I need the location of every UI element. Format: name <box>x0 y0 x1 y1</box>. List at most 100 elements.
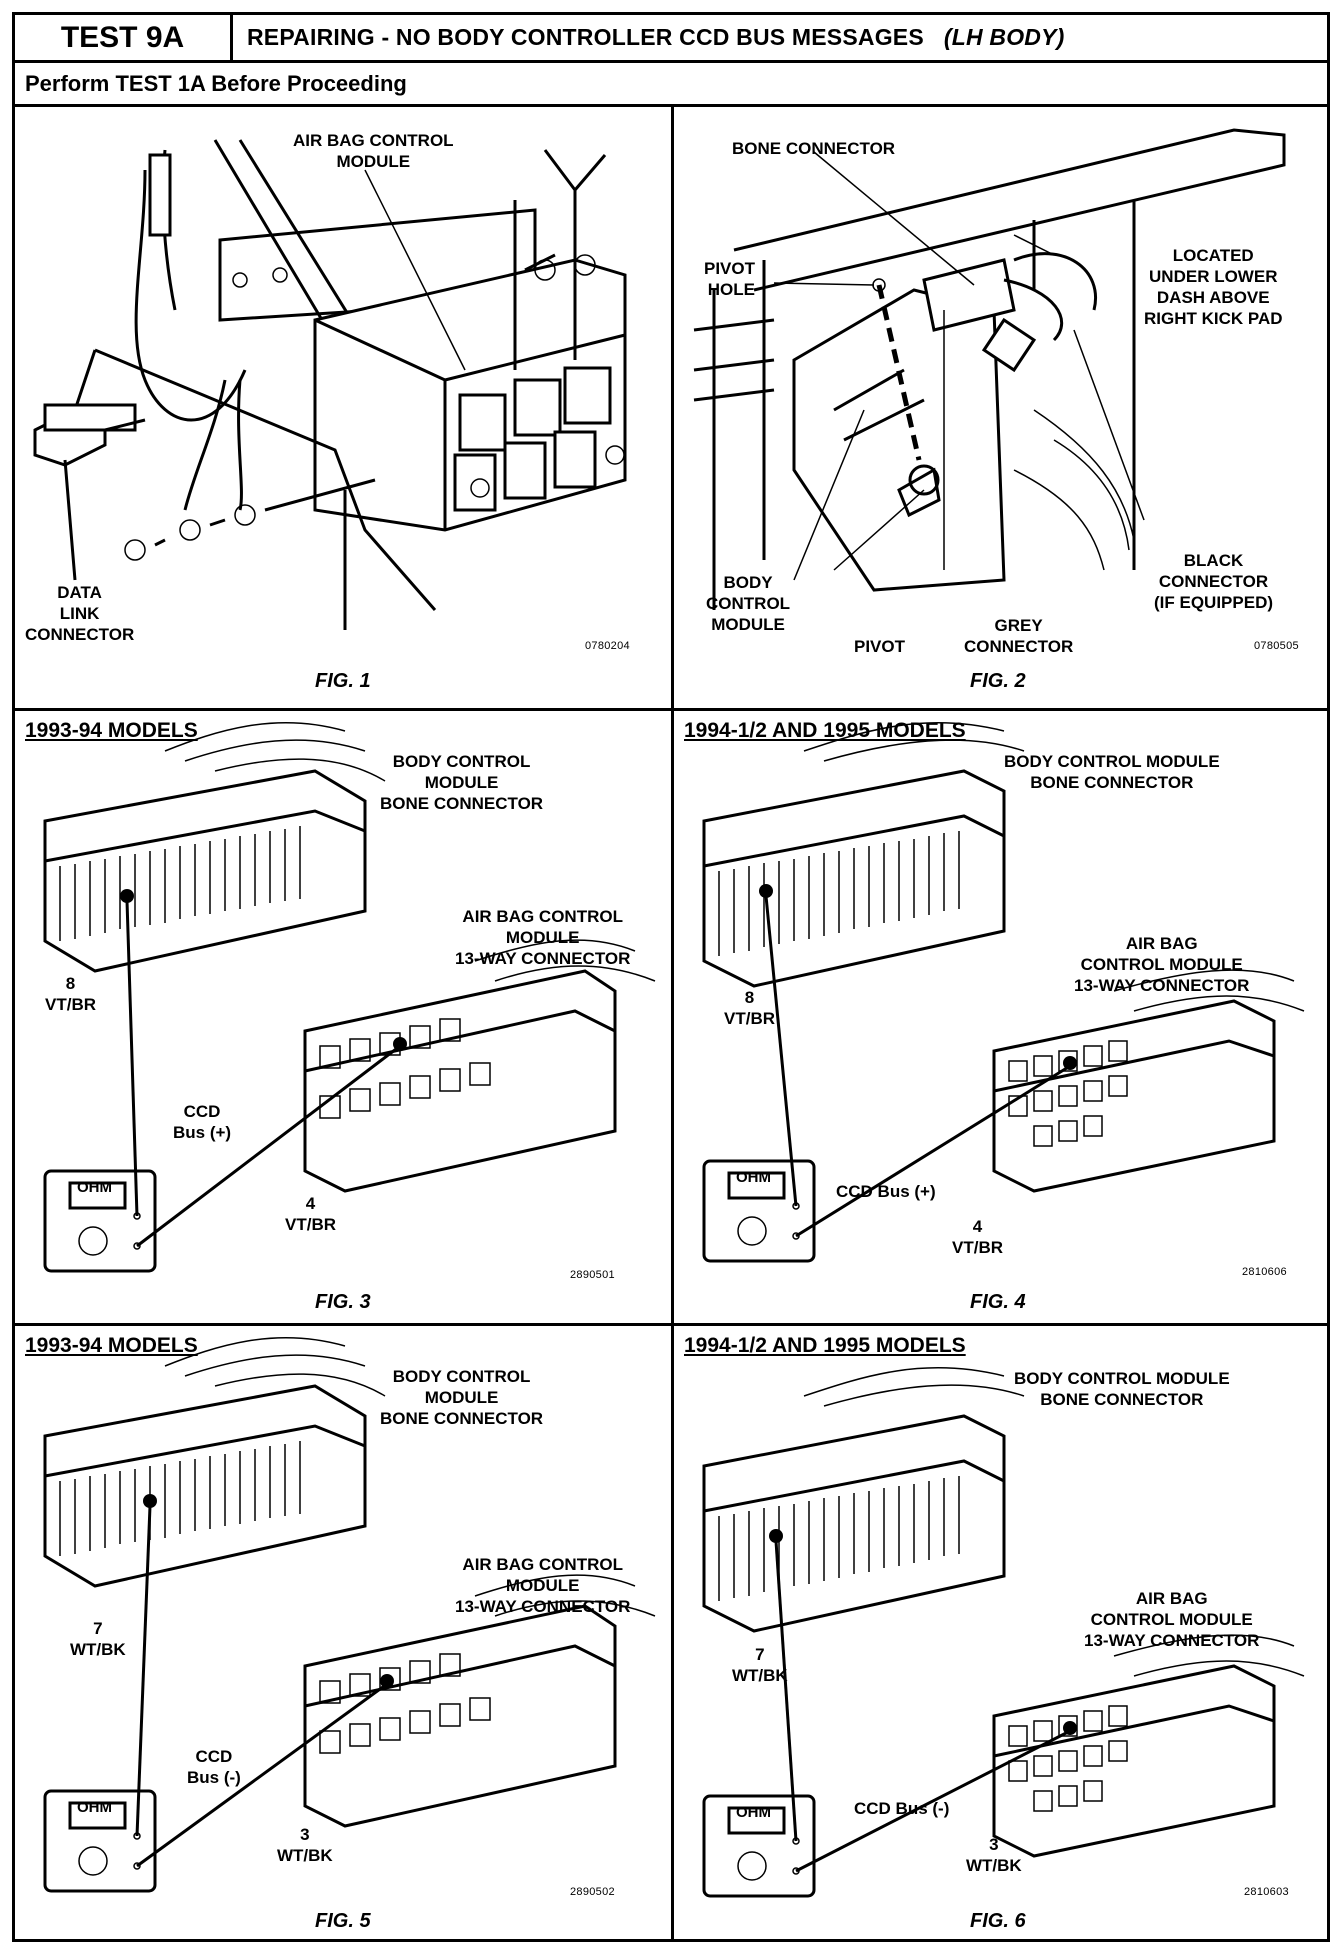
fig4-pin-b-number: 4 <box>972 1217 983 1236</box>
fig1-caption: FIG. 1 <box>315 670 371 692</box>
fig4-pin-a-color: VT/BR <box>724 1009 775 1028</box>
fig6-abm-line2: CONTROL MODULE <box>1090 1610 1253 1629</box>
fig3-pin-a-number: 8 <box>65 974 76 993</box>
fig5-illustration <box>43 1336 656 1893</box>
fig2-black-line2: CONNECTOR <box>1158 572 1269 591</box>
fig4-label-pin-b: 4 VT/BR <box>952 1216 1003 1258</box>
fig2-bcm-line1: BODY <box>723 573 773 592</box>
fig4-bcm-line1: BODY CONTROL MODULE <box>1004 752 1220 771</box>
fig2-illustration <box>693 128 1286 610</box>
fig4-caption: FIG. 4 <box>970 1291 1026 1313</box>
fig6-abm-line1: AIR BAG <box>1135 1589 1208 1608</box>
fig3-bcm-line1: BODY CONTROL <box>392 752 531 771</box>
fig6-pin-b-number: 3 <box>989 1835 999 1854</box>
fig6-label-pin-b: 3 WT/BK <box>966 1834 1022 1876</box>
fig5-pin-a-color: WT/BK <box>70 1640 126 1659</box>
fig4-abm-line3: 13-WAY CONNECTOR <box>1074 976 1250 995</box>
fig6-label-bcm: BODY CONTROL MODULE BONE CONNECTOR <box>1014 1368 1230 1410</box>
fig4-abm-line2: CONTROL MODULE <box>1080 955 1243 974</box>
fig6-model-range: 1994-1/2 AND 1995 MODELS <box>684 1334 966 1357</box>
fig4-label-bus: CCD Bus (+) <box>836 1182 936 1201</box>
fig4-label-pin-a: 8 VT/BR <box>724 987 775 1029</box>
fig2-code: 0780505 <box>1254 640 1299 652</box>
fig4-bcm-line2: BONE CONNECTOR <box>1030 773 1194 792</box>
fig4-model-range: 1994-1/2 AND 1995 MODELS <box>684 719 966 742</box>
fig6-abm-line3: 13-WAY CONNECTOR <box>1084 1631 1260 1650</box>
fig6-bcm-line2: BONE CONNECTOR <box>1040 1390 1204 1409</box>
fig2-pivot-hole-line1: PIVOT <box>704 259 756 278</box>
fig4-illustration <box>702 722 1305 1263</box>
fig6-pin-a-color: WT/BK <box>732 1666 788 1685</box>
fig4-label-abm: AIR BAG CONTROL MODULE 13-WAY CONNECTOR <box>1074 933 1249 996</box>
fig1-label-air-bag-module: AIR BAG CONTROL MODULE <box>293 130 454 172</box>
test-id: TEST 9A <box>15 15 233 60</box>
fig6-panel: 1994-1/2 AND 1995 MODELS BODY CONTROL MO… <box>674 1326 1327 1942</box>
fig2-grey-line1: GREY <box>994 616 1043 635</box>
fig2-located-line1: LOCATED <box>1172 246 1254 265</box>
fig3-panel: 1993-94 MODELS BODY CONTROL MODULE BONE … <box>15 711 671 1323</box>
fig6-pin-a-number: 7 <box>755 1645 765 1664</box>
fig3-illustration <box>43 721 656 1273</box>
fig2-label-body-control-module: BODY CONTROL MODULE <box>706 572 790 635</box>
fig2-located-line3: DASH ABOVE <box>1156 288 1270 307</box>
fig1-data-link-line1: DATA <box>57 583 102 602</box>
fig1-illustration <box>33 139 627 630</box>
fig3-label-bcm: BODY CONTROL MODULE BONE CONNECTOR <box>380 751 543 814</box>
fig6-bcm-line1: BODY CONTROL MODULE <box>1014 1369 1230 1388</box>
fig2-located-line2: UNDER LOWER <box>1149 267 1278 286</box>
fig3-pin-b-color: VT/BR <box>285 1215 336 1234</box>
fig6-pin-b-color: WT/BK <box>966 1856 1022 1875</box>
fig1-code: 0780204 <box>585 640 630 652</box>
fig3-caption: FIG. 3 <box>315 1291 371 1313</box>
fig6-meter-display: OHM <box>736 1804 771 1821</box>
fig2-black-line1: BLACK <box>1183 551 1244 570</box>
grid-divider-row2 <box>15 1323 1327 1326</box>
fig2-bcm-line3: MODULE <box>711 615 785 634</box>
fig3-label-abm: AIR BAG CONTROL MODULE 13-WAY CONNECTOR <box>455 906 630 969</box>
fig5-pin-a-number: 7 <box>93 1619 103 1638</box>
fig6-label-abm: AIR BAG CONTROL MODULE 13-WAY CONNECTOR <box>1084 1588 1259 1651</box>
fig4-label-bcm: BODY CONTROL MODULE BONE CONNECTOR <box>1004 751 1220 793</box>
fig6-code: 2810603 <box>1244 1886 1289 1898</box>
fig5-code: 2890502 <box>570 1886 615 1898</box>
fig6-illustration <box>702 1367 1305 1898</box>
fig5-abm-line2: MODULE <box>505 1576 580 1595</box>
fig1-air-bag-line1: AIR BAG CONTROL <box>293 131 454 150</box>
fig3-label-pin-a: 8 VT/BR <box>45 973 96 1015</box>
diagram-sheet: TEST 9A REPAIRING - NO BODY CONTROLLER C… <box>12 12 1330 1942</box>
grid-divider-row1 <box>15 708 1327 711</box>
fig3-label-bus: CCD Bus (+) <box>173 1101 231 1143</box>
fig2-caption: FIG. 2 <box>970 670 1026 692</box>
fig5-meter-display: OHM <box>77 1799 112 1816</box>
fig4-meter-display: OHM <box>736 1169 771 1186</box>
fig3-pin-a-color: VT/BR <box>45 995 96 1014</box>
fig3-bcm-line3: BONE CONNECTOR <box>380 794 544 813</box>
fig6-caption: FIG. 6 <box>970 1910 1026 1932</box>
fig2-label-bone-connector: BONE CONNECTOR <box>732 139 896 158</box>
fig5-bcm-line2: MODULE <box>424 1388 499 1407</box>
fig5-label-bus: CCD Bus (-) <box>187 1746 241 1788</box>
fig5-caption: FIG. 5 <box>315 1910 371 1932</box>
grid-divider-vertical <box>671 107 674 1942</box>
fig2-label-located: LOCATED UNDER LOWER DASH ABOVE RIGHT KIC… <box>1144 245 1283 329</box>
fig1-data-link-line3: CONNECTOR <box>25 625 135 644</box>
fig3-abm-line2: MODULE <box>505 928 580 947</box>
fig4-abm-line1: AIR BAG <box>1125 934 1198 953</box>
body-type: (LH BODY) <box>943 24 1065 50</box>
fig2-label-black-connector: BLACK CONNECTOR (IF EQUIPPED) <box>1154 550 1273 613</box>
fig3-bus-line1: CCD <box>183 1102 221 1121</box>
fig1-air-bag-line2: MODULE <box>336 152 411 171</box>
fig3-code: 2890501 <box>570 1269 615 1281</box>
fig1-panel: AIR BAG CONTROL MODULE DATA LINK CONNECT… <box>15 110 671 708</box>
fig3-pin-b-number: 4 <box>305 1194 316 1213</box>
fig2-panel: BONE CONNECTOR PIVOT HOLE LOCATED UNDER … <box>674 110 1327 708</box>
fig5-pin-b-color: WT/BK <box>277 1846 333 1865</box>
fig5-model-range: 1993-94 MODELS <box>25 1334 198 1357</box>
fig4-pin-b-color: VT/BR <box>952 1238 1003 1257</box>
fig2-label-pivot: PIVOT <box>854 637 906 656</box>
fig2-bcm-line2: CONTROL <box>706 594 791 613</box>
fig2-pivot-hole-line2: HOLE <box>707 280 756 299</box>
header-bar: TEST 9A REPAIRING - NO BODY CONTROLLER C… <box>15 15 1327 63</box>
fig5-bus-line1: CCD <box>195 1747 233 1766</box>
fig5-bcm-line3: BONE CONNECTOR <box>380 1409 544 1428</box>
